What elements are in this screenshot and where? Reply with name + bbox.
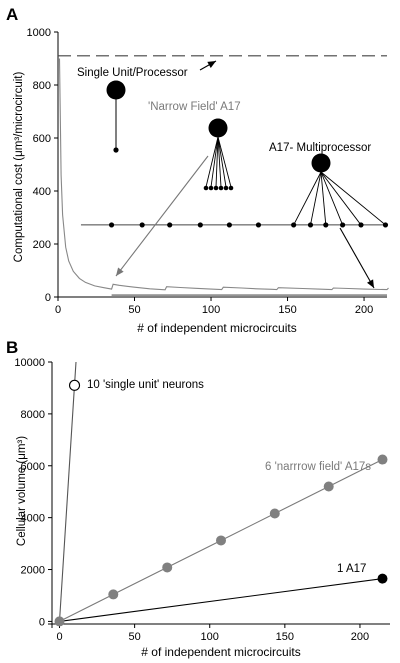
data-point-1-a17	[377, 573, 388, 584]
processor-dot	[167, 222, 173, 228]
data-point-6-narrrow-field-a17s	[269, 508, 280, 519]
x-tick-label: 0	[56, 631, 62, 643]
y-tick-label: 6000	[21, 461, 45, 473]
processor-dot	[139, 222, 145, 228]
y-tick-label: 400	[33, 186, 51, 198]
narrow-field-terminal	[208, 185, 214, 191]
data-point-6-narrrow-field-a17s	[162, 562, 173, 573]
data-point-6-narrrow-field-a17s	[108, 589, 119, 600]
single-unit-terminal	[113, 147, 119, 153]
narrow-field-terminal	[223, 185, 229, 191]
panel-b-plot	[54, 361, 388, 627]
x-tick-label: 150	[276, 631, 294, 643]
multiprocessor-dendrite	[310, 171, 322, 226]
data-point-origin	[54, 616, 65, 627]
annotation-a17-multiprocessor: A17- Multiprocessor	[269, 142, 371, 154]
processor-dot	[255, 222, 262, 228]
narrow-field-terminal	[228, 185, 234, 191]
series-label-narrow-field-a17s: 6 'narrrow field' A17s	[265, 461, 371, 473]
panel-a-label: A	[6, 5, 18, 24]
series-line-1-a17	[59, 578, 383, 622]
narrow-field-terminal	[213, 185, 219, 191]
single-unit-arrow-head	[207, 61, 216, 68]
y-tick-label: 2000	[21, 565, 45, 577]
y-tick-label: 200	[33, 239, 51, 251]
panel-b-y-axis-label: Cellular volume (μm³)	[16, 436, 28, 546]
narrow-field-terminal	[218, 185, 224, 191]
x-tick-label: 100	[201, 631, 219, 643]
x-tick-label: 200	[351, 631, 369, 643]
y-tick-label: 10000	[14, 357, 45, 369]
multiprocessor-dendrite	[320, 171, 327, 225]
x-tick-label: 200	[355, 304, 373, 316]
annotation-narrow-field-a17: 'Narrow Field' A17	[148, 101, 241, 113]
annotation-single-unit-processor: Single Unit/Processor	[77, 67, 188, 79]
series-line-10-single-unit-neurons	[58, 361, 77, 622]
y-tick-label: 4000	[21, 513, 45, 525]
panel-a-plot	[58, 55, 389, 296]
panel-a-schematics	[106, 60, 386, 289]
series-line-narrow-field-a17	[58, 58, 389, 291]
x-tick-label: 150	[278, 304, 296, 316]
y-tick-label: 8000	[21, 409, 45, 421]
y-tick-label: 600	[33, 133, 51, 145]
panel-a-x-axis-label: # of independent microcircuits	[137, 321, 296, 335]
narrow-field-dendrite	[217, 136, 227, 188]
data-point-6-narrrow-field-a17s	[323, 481, 334, 492]
x-tick-label: 0	[55, 304, 61, 316]
narrow-field-soma	[208, 118, 228, 138]
series-label-1-a17: 1 A17	[337, 563, 366, 575]
data-point-10-single-unit-neurons	[68, 379, 81, 391]
narrow-field-dendrite	[205, 136, 219, 188]
panel-b: B 0 2000 4000 6000 8000 10000 0 50 100 150 200 # o…	[6, 338, 390, 659]
panel-b-axes: 0 2000 4000 6000 8000 10000 0 50 100 150 200	[14, 357, 390, 643]
multiprocessor-dendrite	[320, 171, 362, 226]
y-tick-label: 800	[33, 80, 51, 92]
narrow-field-dendrite	[210, 136, 219, 188]
multiprocessor-dendrite	[293, 171, 322, 226]
narrow-field-arrow-shaft	[115, 155, 209, 277]
panel-a-y-axis-label: Computational cost (μm³/microcircuit)	[13, 72, 25, 263]
data-point-6-narrrow-field-a17s	[377, 454, 388, 465]
single-unit-soma	[106, 80, 126, 100]
processor-dot	[197, 222, 203, 228]
narrow-field-terminal	[203, 185, 209, 191]
processor-dot	[226, 222, 232, 228]
x-tick-label: 50	[128, 631, 140, 643]
y-tick-label: 0	[39, 616, 45, 628]
multiprocessor-dendrite	[320, 171, 344, 226]
narrow-field-dendrite	[215, 136, 219, 188]
multiprocessor-arrow-shaft	[339, 227, 375, 289]
processor-dot	[108, 222, 115, 228]
narrow-field-arrow-head	[116, 267, 124, 276]
multiprocessor-arrow-head	[367, 279, 374, 288]
data-point-6-narrrow-field-a17s	[216, 535, 226, 546]
y-tick-label: 1000	[27, 27, 51, 39]
panel-a-axes: 0 200 400 600 800 1000 0 50 100 150 200	[27, 27, 387, 316]
x-tick-label: 100	[202, 304, 220, 316]
x-tick-label: 50	[128, 304, 140, 316]
panel-b-label: B	[6, 338, 18, 357]
series-label-single-unit-neurons: 10 'single unit' neurons	[87, 379, 204, 391]
multiprocessor-dendrite	[320, 171, 386, 226]
y-tick-label: 0	[45, 292, 51, 304]
narrow-field-dendrite	[217, 136, 222, 188]
panel-a: A 0 200 400 600 800 1000 0 50 100 150 200 # of ind…	[6, 5, 389, 335]
multiprocessor-soma	[311, 153, 331, 173]
narrow-field-dendrite	[217, 136, 232, 188]
panel-b-x-axis-label: # of independent microcircuits	[141, 645, 300, 659]
